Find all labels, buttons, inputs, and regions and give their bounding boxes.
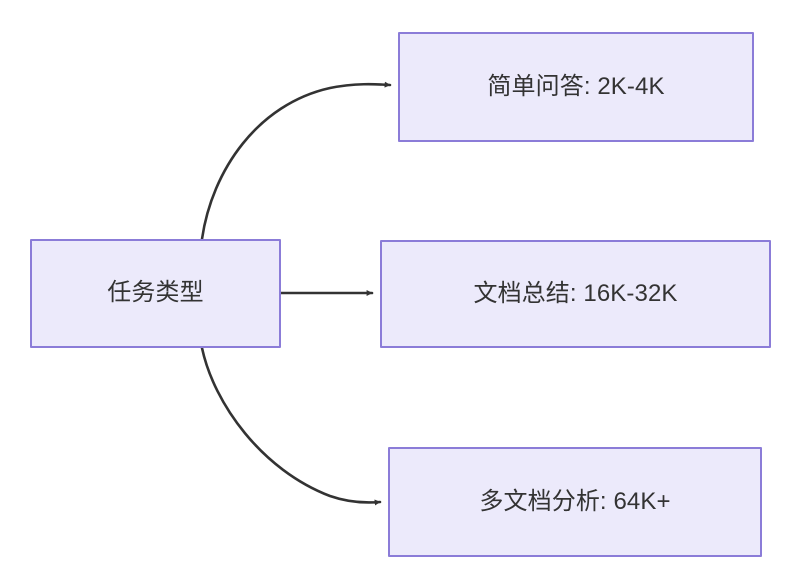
- node-doc-summary[interactable]: 文档总结: 16K-32K: [380, 240, 771, 348]
- node-doc-summary-label: 文档总结: 16K-32K: [473, 279, 678, 307]
- edge-to-simple-qa: [200, 81, 392, 241]
- node-task-type[interactable]: 任务类型: [30, 239, 281, 348]
- node-task-type-label: 任务类型: [107, 279, 204, 307]
- node-simple-qa[interactable]: 简单问答: 2K-4K: [398, 32, 754, 142]
- edge-to-multidoc-analysis: [200, 346, 382, 506]
- node-multidoc-analysis[interactable]: 多文档分析: 64K+: [388, 447, 762, 557]
- node-simple-qa-label: 简单问答: 2K-4K: [487, 72, 665, 100]
- node-multidoc-analysis-label: 多文档分析: 64K+: [479, 487, 671, 515]
